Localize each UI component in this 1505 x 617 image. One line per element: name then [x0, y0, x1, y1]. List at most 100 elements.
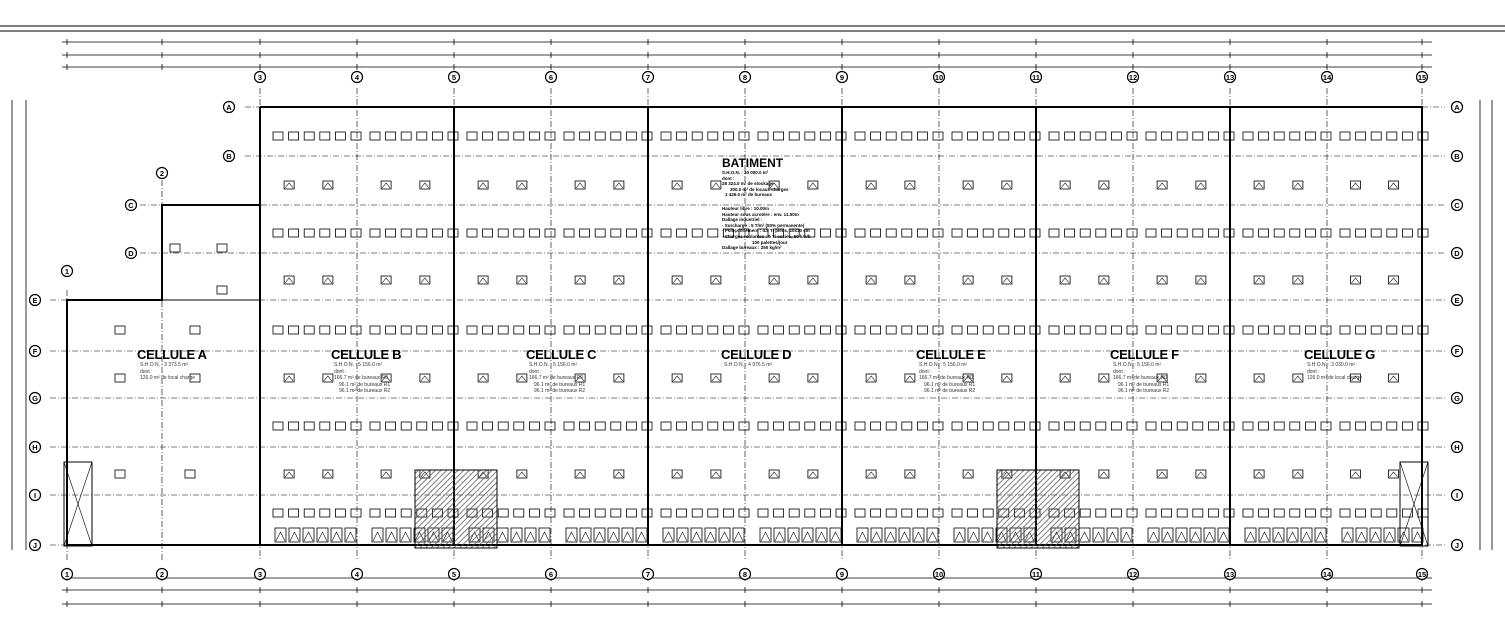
- cell-name: CELLULE B: [331, 347, 402, 362]
- loading-dock: [288, 527, 301, 543]
- skylight: [334, 508, 346, 518]
- skylight: [1355, 131, 1366, 141]
- axis-bubble-column-label: 15: [1418, 73, 1426, 82]
- skylight: [885, 131, 897, 141]
- skylight: [854, 421, 866, 431]
- skylight: [768, 373, 780, 383]
- loading-dock: [316, 527, 329, 543]
- skylight: [303, 421, 315, 431]
- skylight: [369, 421, 381, 431]
- axis-bubble-column: [1320, 70, 1334, 84]
- dock-symbol: [400, 531, 411, 542]
- skylight: [216, 243, 228, 253]
- axis-bubble-column-label: 5: [452, 570, 456, 579]
- cell-dont: dont :: [334, 368, 347, 375]
- skylight: [1292, 275, 1304, 285]
- skylight: [1339, 131, 1351, 141]
- skylight: [804, 325, 816, 335]
- skylight: [807, 180, 819, 190]
- skylight: [466, 228, 478, 238]
- skylight: [189, 373, 201, 383]
- skylight: [1145, 508, 1157, 518]
- skylight: [544, 228, 556, 238]
- skylight: [334, 131, 346, 141]
- skylight: [497, 228, 509, 238]
- axis-bubble-row: [28, 538, 42, 552]
- skylight: [322, 469, 334, 479]
- skylight: [1095, 131, 1107, 141]
- skylight: [1001, 373, 1013, 383]
- loading-dock: [856, 527, 869, 543]
- skylight: [1242, 421, 1254, 431]
- skylight-symbol: [517, 182, 527, 189]
- spec-line: - Poinçonnement : 4.5 T/ pieds, 10x10 cm: [722, 228, 810, 234]
- skylight-symbol: [1293, 471, 1303, 478]
- skylight-symbol: [381, 182, 391, 189]
- skylight: [710, 180, 722, 190]
- skylight: [466, 131, 478, 141]
- axis-bubble-row-label: F: [33, 347, 38, 356]
- skylight: [865, 275, 877, 285]
- axis-bubble-row-label: A: [1454, 103, 1460, 112]
- skylight-symbol: [614, 182, 624, 189]
- axis-bubble-row-label: F: [1455, 347, 1460, 356]
- skylight-symbol: [808, 471, 818, 478]
- skylight: [951, 421, 963, 431]
- skylight-symbol: [1099, 277, 1109, 284]
- skylight: [447, 421, 459, 431]
- skylight: [1253, 373, 1265, 383]
- skylight: [1192, 228, 1204, 238]
- skylight: [1289, 325, 1301, 335]
- skylight: [1417, 421, 1429, 431]
- skylight-symbol: [1157, 182, 1167, 189]
- skylight: [691, 325, 703, 335]
- skylight: [303, 228, 315, 238]
- axis-bubble-column: [1029, 70, 1043, 84]
- skylight: [870, 228, 881, 238]
- skylight-symbol: [1389, 182, 1398, 189]
- skylight: [283, 373, 295, 383]
- skylight: [1386, 131, 1398, 141]
- dock-symbol: [802, 531, 813, 542]
- skylight-symbol: [1002, 375, 1012, 382]
- skylight: [563, 131, 575, 141]
- axis-bubble-column: [447, 70, 461, 84]
- skylight: [497, 508, 509, 518]
- skylight: [932, 228, 944, 238]
- loading-dock: [1092, 527, 1105, 543]
- axis-bubble-column: [1029, 567, 1043, 581]
- loading-dock: [801, 527, 814, 543]
- axis-bubble-column: [1223, 70, 1237, 84]
- loading-dock: [1161, 527, 1174, 543]
- skylight: [660, 325, 672, 335]
- axis-bubble-row: [1450, 293, 1464, 307]
- dock-symbol: [636, 531, 647, 542]
- skylight: [610, 508, 622, 518]
- loading-dock: [829, 527, 842, 543]
- loading-dock: [510, 527, 523, 543]
- axis-bubble-column: [1320, 567, 1334, 581]
- skylight: [1339, 228, 1351, 238]
- dock-symbol: [1342, 531, 1353, 542]
- skylight: [1273, 131, 1285, 141]
- skylight: [447, 325, 459, 335]
- skylight: [482, 325, 494, 335]
- skylight: [626, 421, 637, 431]
- dock-symbol: [719, 531, 730, 542]
- cell-dont: dont :: [140, 368, 153, 375]
- axis-bubble-column-label: 5: [452, 73, 456, 82]
- stair-block: [1399, 461, 1429, 547]
- dock-symbol: [1093, 531, 1104, 542]
- skylight: [1111, 421, 1122, 431]
- skylight: [757, 228, 769, 238]
- dock-symbol: [663, 531, 674, 542]
- skylight: [1111, 508, 1122, 518]
- skylight-symbol: [866, 375, 876, 382]
- skylight: [788, 325, 800, 335]
- skylight: [757, 325, 769, 335]
- skylight: [1059, 180, 1071, 190]
- skylight: [1029, 325, 1041, 335]
- skylight-symbol: [1389, 277, 1398, 284]
- skylight: [962, 373, 974, 383]
